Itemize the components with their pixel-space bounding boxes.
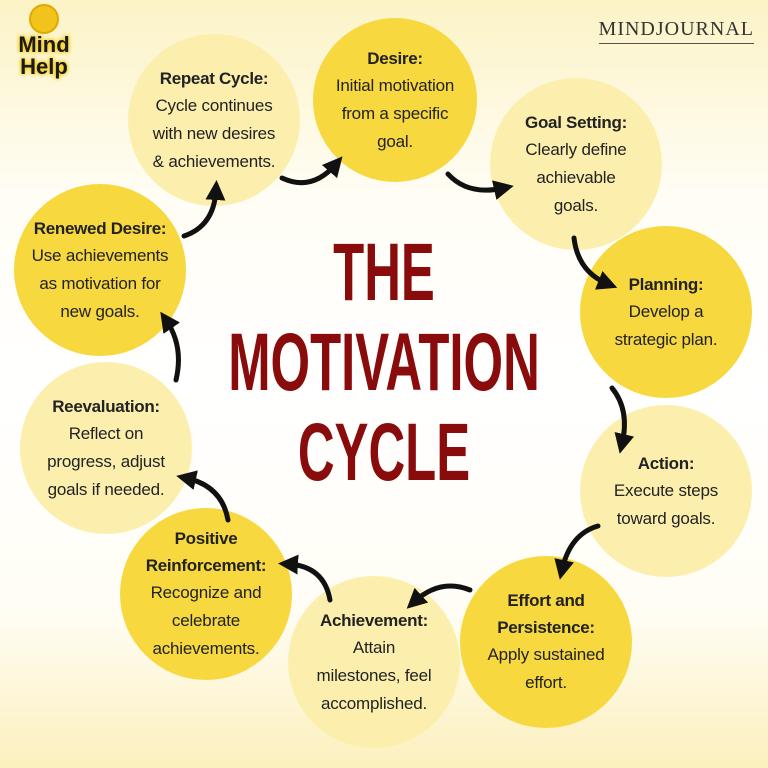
arrow-icon bbox=[609, 385, 635, 454]
step-text: Execute steps bbox=[613, 480, 719, 500]
step-text: Cycle continues bbox=[155, 95, 273, 115]
step-text: Develop a bbox=[628, 301, 704, 321]
step-text: toward goals. bbox=[616, 508, 716, 528]
arrow-icon bbox=[445, 171, 514, 200]
step-action: Action: Execute steps toward goals. bbox=[580, 405, 752, 577]
step-title: Planning: bbox=[628, 274, 704, 294]
step-text: achievements. bbox=[152, 639, 260, 658]
step-text: Recognize and bbox=[150, 583, 262, 602]
step-text: from a specific bbox=[341, 103, 449, 123]
step-repeat-cycle: Repeat Cycle: Cycle continues with new d… bbox=[128, 34, 300, 206]
step-title: Achievement: bbox=[320, 610, 428, 630]
step-title: Positive bbox=[174, 529, 238, 548]
step-text: goal. bbox=[377, 131, 413, 151]
step-text: Clearly define bbox=[525, 139, 627, 159]
step-title: Repeat Cycle: bbox=[159, 68, 269, 88]
step-reevaluation: Reevaluation: Reflect on progress, adjus… bbox=[20, 362, 192, 534]
arrow-icon bbox=[160, 311, 181, 383]
step-text: goals. bbox=[553, 195, 599, 215]
step-desire: Desire: Initial motivation from a specif… bbox=[313, 18, 477, 182]
step-title: Renewed Desire: bbox=[33, 218, 167, 238]
arrow-icon bbox=[279, 156, 343, 186]
title-line2: MOTIVATION bbox=[228, 317, 540, 408]
logo-text-line1: Mind bbox=[18, 32, 70, 57]
step-text: milestones, feel bbox=[316, 665, 432, 685]
arrow-icon bbox=[406, 583, 473, 609]
title-line1: THE bbox=[333, 227, 435, 318]
step-title: Effort and bbox=[507, 591, 585, 610]
step-effort-persistence: Effort and Persistence: Apply sustained … bbox=[460, 556, 632, 728]
arrow-icon bbox=[278, 554, 333, 603]
step-text: Reflect on bbox=[68, 423, 144, 443]
title-line3: CYCLE bbox=[297, 407, 471, 498]
step-text: & achievements. bbox=[152, 151, 276, 171]
step-renewed-desire: Renewed Desire: Use achievements as moti… bbox=[14, 184, 186, 356]
step-title: Reevaluation: bbox=[52, 396, 160, 416]
step-title: Desire: bbox=[367, 48, 423, 68]
step-title: Persistence: bbox=[497, 618, 595, 637]
step-title: Goal Setting: bbox=[525, 112, 627, 132]
step-planning: Planning: Develop a strategic plan. bbox=[580, 226, 752, 398]
step-text: progress, adjust bbox=[47, 451, 165, 471]
arrow-icon bbox=[571, 235, 618, 290]
step-text: strategic plan. bbox=[614, 329, 718, 349]
step-text: goals if needed. bbox=[47, 479, 165, 499]
arrow-icon bbox=[181, 180, 226, 239]
mindjournal-brand: MINDJOURNAL bbox=[598, 18, 754, 44]
step-text: accomplished. bbox=[320, 693, 428, 713]
step-goal-setting: Goal Setting: Clearly define achievable … bbox=[490, 78, 662, 250]
step-text: Initial motivation bbox=[335, 75, 455, 95]
step-text: with new desires bbox=[152, 123, 276, 143]
step-achievement: Achievement: Attain milestones, feel acc… bbox=[288, 576, 460, 748]
step-text: effort. bbox=[525, 673, 567, 692]
step-text: Attain bbox=[352, 637, 396, 657]
step-text: Use achievements bbox=[31, 245, 169, 265]
mind-help-logo: Mind Help bbox=[12, 4, 76, 78]
step-positive-reinforcement: Positive Reinforcement: Recognize and ce… bbox=[120, 508, 292, 680]
mind-help-flower-icon bbox=[29, 4, 59, 34]
step-text: achievable bbox=[536, 167, 616, 187]
step-text: as motivation for bbox=[39, 273, 161, 293]
logo-text-line2: Help bbox=[20, 54, 68, 79]
arrow-icon bbox=[176, 470, 231, 523]
step-text: new goals. bbox=[60, 301, 140, 321]
step-title: Reinforcement: bbox=[145, 556, 267, 575]
step-text: celebrate bbox=[171, 611, 241, 630]
arrow-icon bbox=[554, 523, 601, 580]
step-text: Apply sustained bbox=[487, 645, 605, 664]
step-title: Action: bbox=[637, 453, 695, 473]
